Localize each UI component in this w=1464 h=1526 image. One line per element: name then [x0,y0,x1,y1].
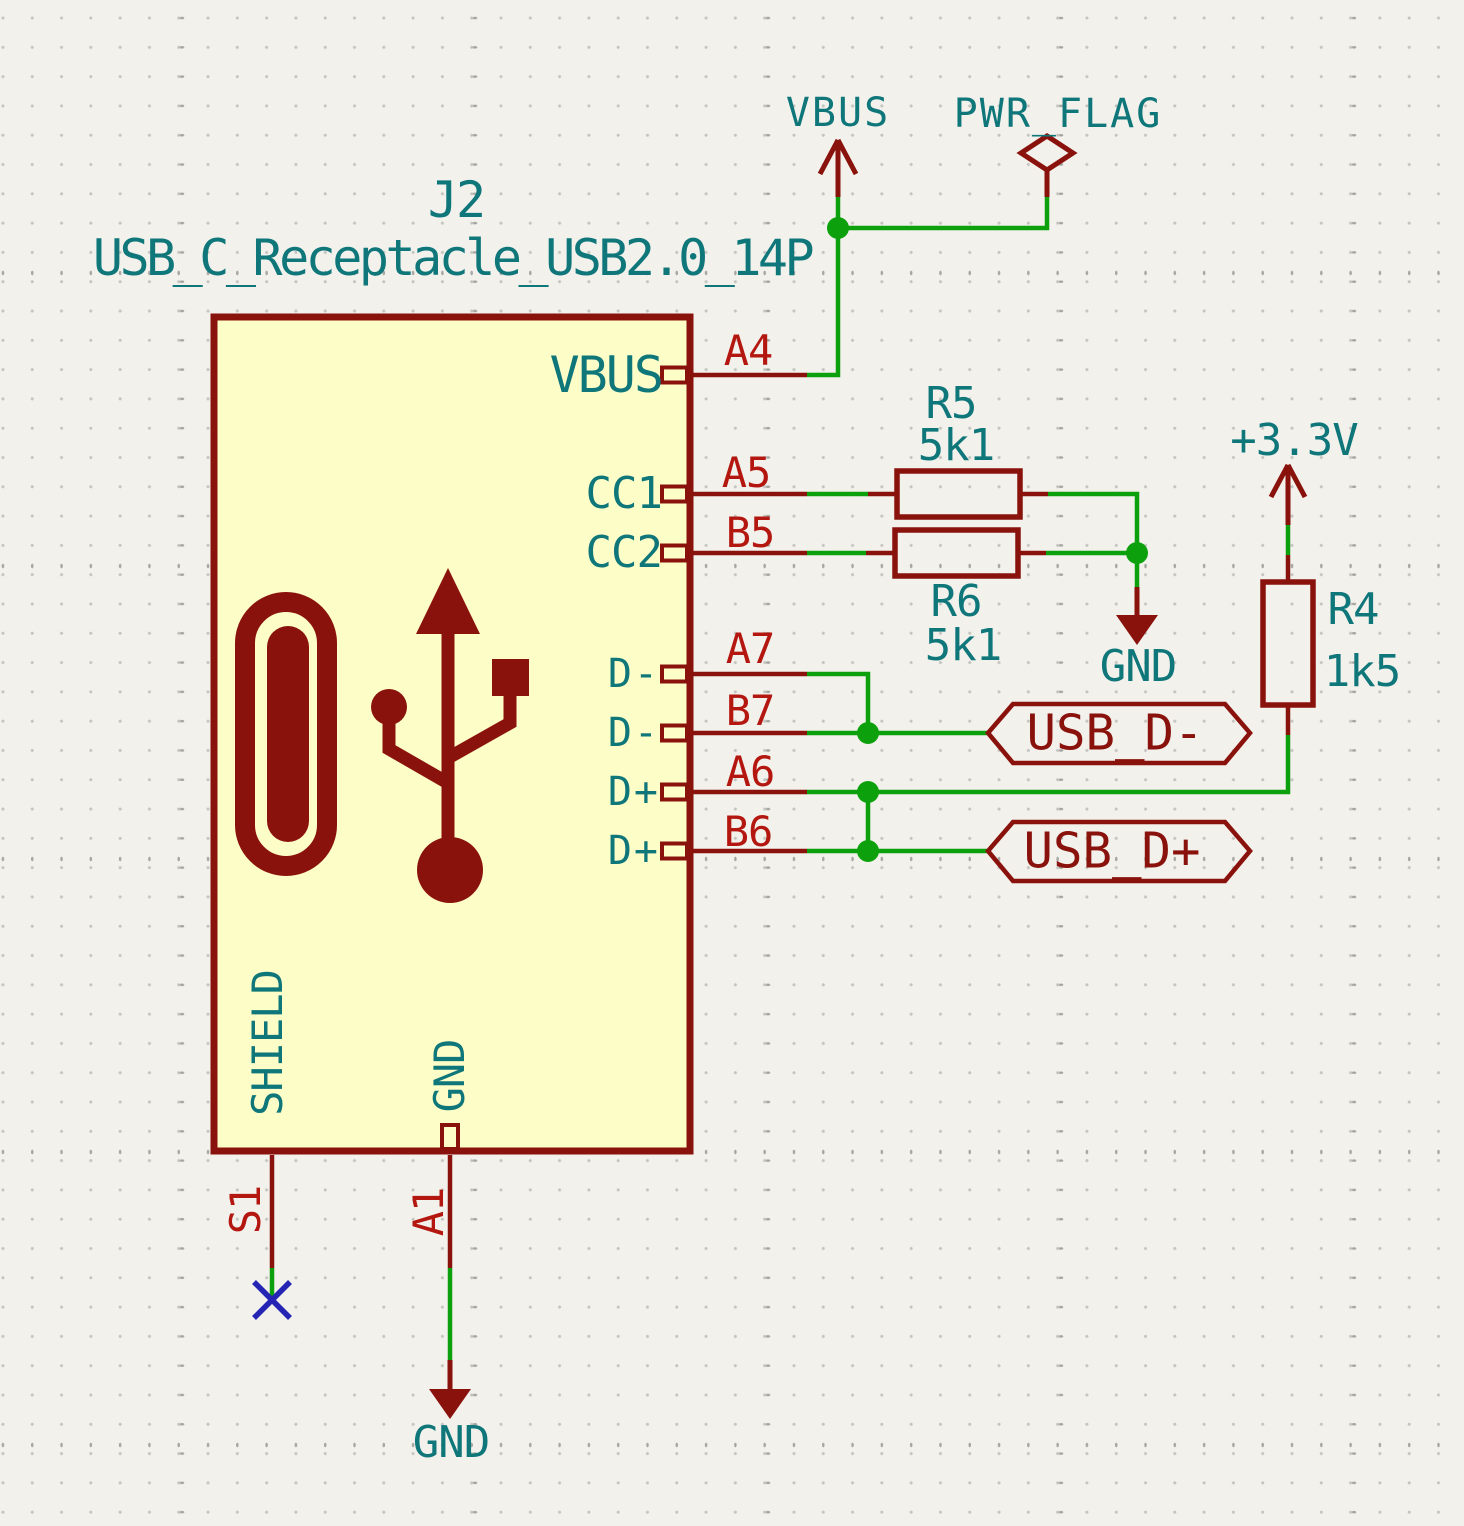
connector-pins[interactable] [269,372,807,1268]
resistor-r4-symbol[interactable] [1260,555,1316,735]
wire-dp-a6 [807,735,1291,795]
reference-label-j2[interactable]: J2 [427,171,486,229]
no-connect-marker[interactable] [252,1280,292,1320]
value-label-r5[interactable]: 5k1 [917,420,995,471]
hier-label-text-usb-dp[interactable]: USB_D+ [1023,822,1201,880]
reference-label-r5[interactable]: R5 [925,378,978,429]
pin-number-a6: A6 [725,747,776,796]
hier-label-usb-dp-shape[interactable] [985,819,1253,884]
pin-number-s1: S1 [221,1185,270,1235]
pin-number-a4: A4 [723,326,774,375]
reference-label-r6[interactable]: R6 [930,576,983,627]
wire-cc1-right [1048,491,1140,553]
value-label-r4[interactable]: 1k5 [1323,646,1401,697]
power-flag-symbol[interactable] [1016,133,1078,197]
pin-number-b6: B6 [723,807,774,856]
reference-label-r4[interactable]: R4 [1327,584,1380,635]
pin-name-dp-a6: D+ [607,769,660,815]
pin-name-vbus: VBUS [549,346,664,404]
pin-name-gnd: GND [425,1039,474,1113]
power-label-vbus[interactable]: VBUS [785,90,891,136]
wire-vbus [807,197,841,378]
pin-name-dm-b7: D- [607,710,660,756]
pin-name-dp-b6: D+ [607,828,660,874]
pin-number-a5: A5 [721,448,772,497]
pin-number-b5: B5 [725,508,776,557]
junction-dots[interactable] [827,217,1148,862]
power-symbol-3v3[interactable] [1268,463,1308,525]
connector-j2-symbol[interactable] [210,313,807,1268]
power-label-3v3[interactable]: +3.3V [1230,415,1358,466]
wire-dm-a7 [807,671,871,733]
hier-label-usb-dm-shape[interactable] [985,701,1253,766]
pin-number-a1: A1 [404,1187,453,1237]
power-symbol-vbus[interactable] [817,138,859,197]
power-label-pwr-flag[interactable]: PWR_FLAG [953,91,1163,137]
pin-name-shield: SHIELD [243,970,292,1116]
value-label-r6[interactable]: 5k1 [924,620,1002,671]
resistor-r6-symbol[interactable] [866,527,1046,579]
pin-name-cc1: CC1 [585,468,663,519]
power-label-gnd-bottom[interactable]: GND [412,1417,490,1468]
usb-logo-icon [235,568,529,903]
hier-label-text-usb-dm[interactable]: USB_D- [1026,704,1204,762]
wire-pwrflag [838,197,1050,231]
power-symbol-gnd-mid[interactable] [1116,587,1158,645]
wires[interactable] [269,197,1291,1360]
pin-end-markers [440,365,689,1151]
pin-name-cc2: CC2 [585,527,663,578]
power-symbol-gnd-bottom[interactable] [429,1360,471,1419]
power-label-gnd-mid[interactable]: GND [1099,641,1177,692]
pin-number-a7: A7 [725,624,776,673]
pin-number-b7: B7 [725,686,776,735]
resistor-r5-symbol[interactable] [868,468,1048,520]
pin-name-dm-a7: D- [607,651,660,697]
value-label-j2[interactable]: USB_C_Receptacle_USB2.0_14P [92,229,815,287]
